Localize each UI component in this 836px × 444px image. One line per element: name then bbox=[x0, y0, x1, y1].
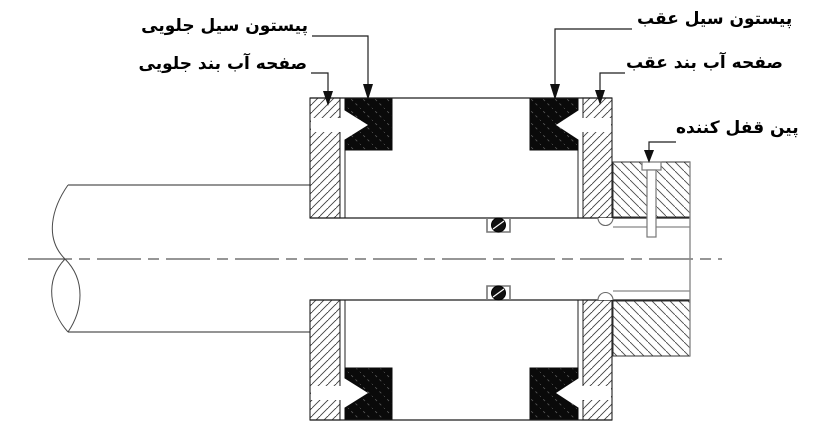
front-water-seal-plate-lower bbox=[309, 299, 341, 421]
leader-front-water-seal-plate bbox=[311, 72, 329, 92]
leader-locking-pin bbox=[648, 141, 676, 151]
leader-rear-seal-piston bbox=[554, 28, 632, 85]
label-locking-pin: پین قفل کننده bbox=[676, 118, 799, 138]
leader-lines bbox=[311, 28, 676, 151]
label-front-seal-piston: پیستون سیل جلویی bbox=[141, 16, 308, 36]
label-rear-water-seal-plate: صفحه آب بند عقب bbox=[626, 53, 783, 73]
seal-slots bbox=[311, 110, 611, 408]
shaft bbox=[51, 184, 310, 333]
retainer-notch-upper bbox=[597, 217, 614, 226]
label-rear-seal-piston: پیستون سیل عقب bbox=[637, 9, 793, 29]
label-front-water-seal-plate: صفحه آب بند جلویی bbox=[138, 54, 307, 74]
locking-pin bbox=[641, 161, 662, 238]
leader-front-seal-piston bbox=[312, 35, 369, 85]
shaft-break-symbol bbox=[51, 184, 81, 333]
retainer-notch-lower bbox=[597, 292, 614, 301]
o-ring-lower bbox=[486, 285, 511, 301]
o-ring-upper bbox=[486, 217, 511, 233]
leader-rear-water-seal-plate bbox=[599, 72, 625, 91]
front-water-seal-plate-upper bbox=[309, 97, 341, 219]
leader-arrowheads bbox=[323, 84, 654, 163]
rear-water-seal-plate-lower bbox=[581, 299, 613, 421]
rear-water-seal-plate-upper bbox=[581, 97, 613, 219]
